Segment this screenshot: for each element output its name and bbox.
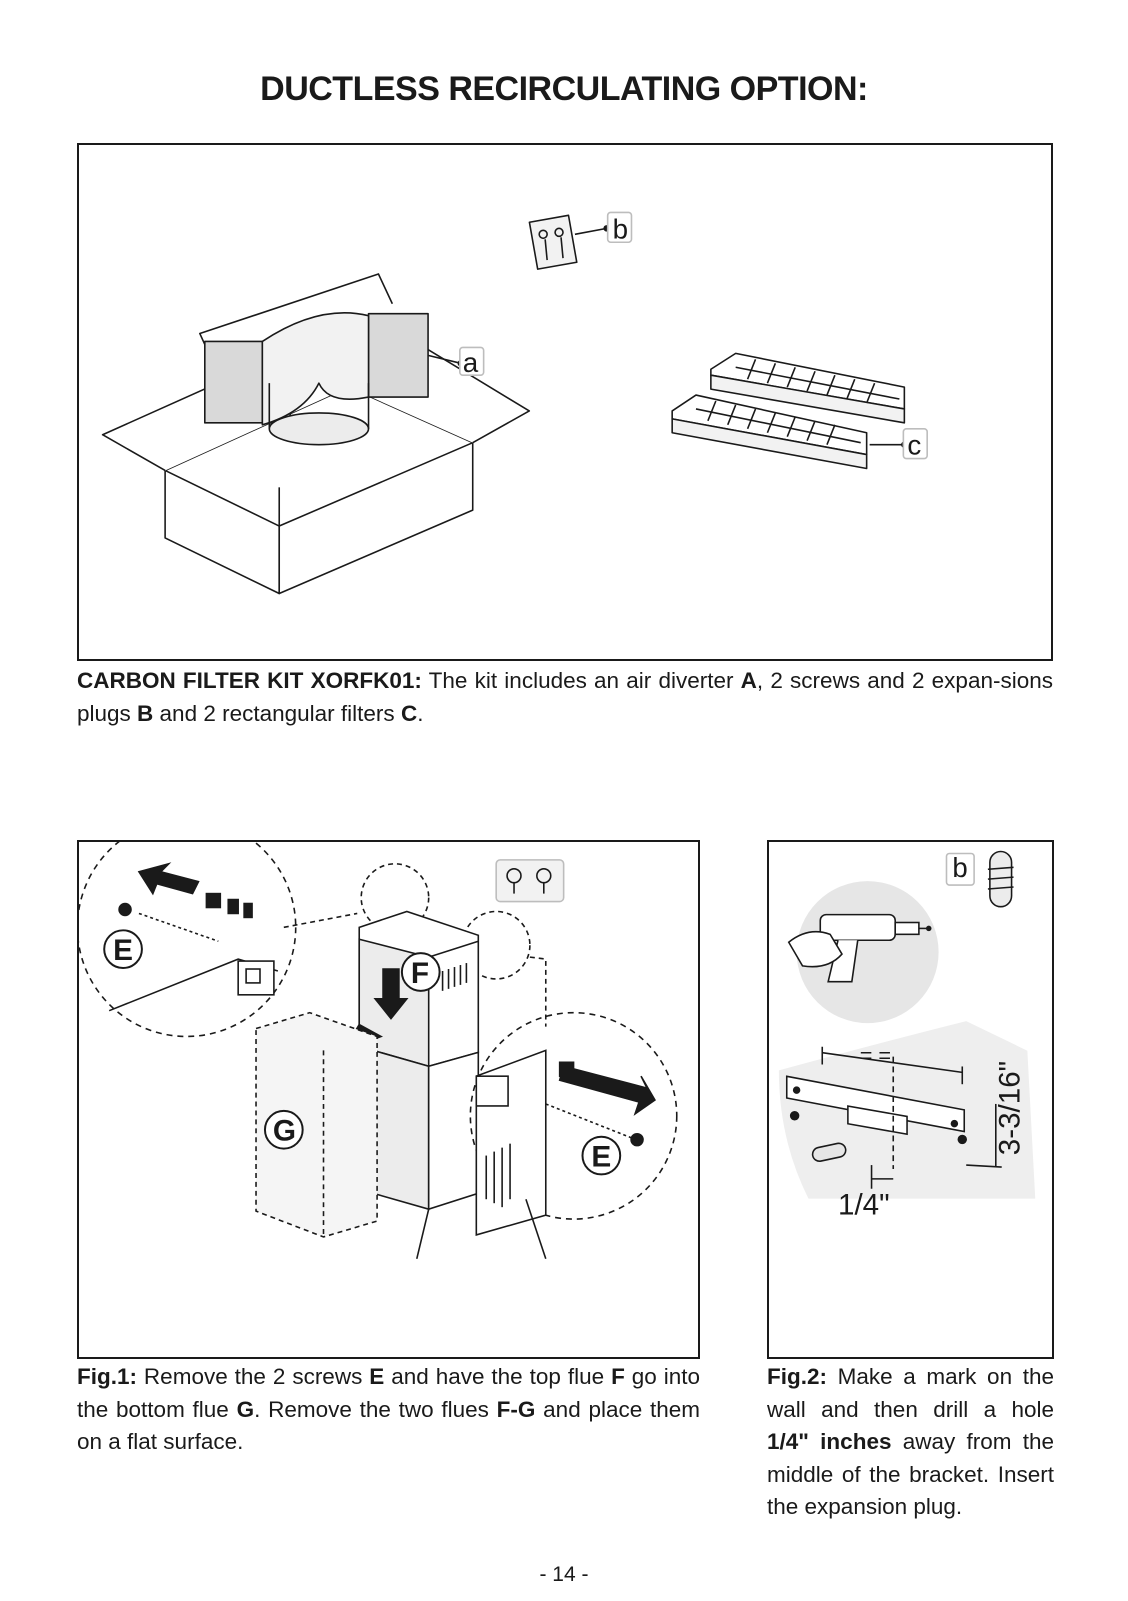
box-side (278, 441, 474, 595)
callout-b: b (613, 213, 628, 244)
page-number: - 14 - (539, 1563, 589, 1586)
fig2-text: Make a mark on the wall and then drill a… (767, 1364, 1054, 1422)
fig2-illustration-frame: b = = 3-3/16" 1/4" (767, 840, 1054, 1359)
diverter-right-duct (367, 312, 429, 398)
kit-part-a: A (740, 668, 757, 693)
fig2-label: Fig.2: (767, 1364, 827, 1389)
screw-icon (118, 902, 132, 917)
arrow-down-icon (373, 968, 409, 1020)
fig1-label: Fig.1: (77, 1364, 137, 1389)
dimension-height: 3-3/16" (993, 1061, 1026, 1155)
callout-c: c (907, 430, 921, 461)
callout-e-top: E (113, 934, 133, 967)
kit-caption-text: . (417, 700, 424, 726)
filter-top (710, 352, 906, 424)
fig1-text: . Remove the two flues (254, 1396, 497, 1422)
filter-bottom (671, 394, 868, 470)
callout-e-bottom: E (591, 1140, 611, 1173)
expansion-plug-icon (987, 850, 1014, 908)
kit-illustration: a b c (101, 211, 928, 595)
detail-circle-bottom (469, 1011, 678, 1220)
fig1-part-f: F (611, 1364, 625, 1389)
fig1-text: and have the top flue (384, 1364, 612, 1389)
screws-icon-box (495, 859, 565, 903)
fig1-illustration-frame: E F G E (77, 840, 700, 1359)
callout-g: G (273, 1115, 296, 1148)
kit-caption-text: and 2 rectangular filters (153, 700, 401, 726)
fig2-illustration: b = = 3-3/16" 1/4" (778, 850, 1036, 1221)
equal-mark: = = (860, 1043, 891, 1068)
fig1-part-e: E (369, 1364, 385, 1389)
kit-caption-text: , 2 screws and 2 expan-sions plugs (77, 668, 1053, 726)
fig1-text: Remove the 2 screws (137, 1364, 370, 1389)
kit-part-c: C (400, 700, 418, 726)
fig2-dimension-bold: 1/4" inches (767, 1429, 892, 1454)
arrow-right-icon (558, 1065, 656, 1116)
callout-f: F (411, 957, 429, 990)
diverter-body (261, 312, 370, 426)
wall-plug (811, 1142, 847, 1162)
fig2-text: away from the middle of the bracket. Ins… (767, 1429, 1054, 1519)
kit-caption-label: CARBON FILTER KIT XORFK01: (77, 668, 422, 693)
fig1-caption: Fig.1: Remove the 2 screws E and have th… (77, 1361, 700, 1459)
carbon-filter-kit-figure: a b c (77, 143, 1053, 661)
fig1-text: go into the bottom flue (77, 1364, 701, 1422)
bracket (785, 1075, 966, 1133)
flue-g (255, 1011, 378, 1238)
diverter-left-duct (204, 340, 264, 424)
dimension-offset: 1/4" (838, 1188, 890, 1221)
fig1-text: and place them on a flat surface. (77, 1396, 701, 1455)
kit-caption-text: The kit includes an air diverter (421, 668, 741, 693)
callout-b: b (952, 852, 967, 883)
fig1-illustration: E F G E (79, 842, 678, 1260)
page-title: DUCTLESS RECIRCULATING OPTION: (260, 70, 868, 108)
diverter-outlet (268, 412, 370, 446)
fig2-caption: Fig.2: Make a mark on the wall and then … (767, 1361, 1054, 1524)
fig1-part-g: G (236, 1396, 255, 1422)
drill-icon (787, 913, 932, 983)
screw-icon-bottom (630, 1132, 644, 1147)
screw-bag (528, 214, 578, 270)
callout-a: a (463, 347, 479, 378)
kit-caption: CARBON FILTER KIT XORFK01: The kit inclu… (77, 665, 1053, 730)
box-front (164, 469, 281, 595)
fig1-part-fg: F-G (496, 1396, 536, 1422)
kit-part-b: B (137, 700, 154, 726)
arrow-left-icon (137, 862, 200, 896)
